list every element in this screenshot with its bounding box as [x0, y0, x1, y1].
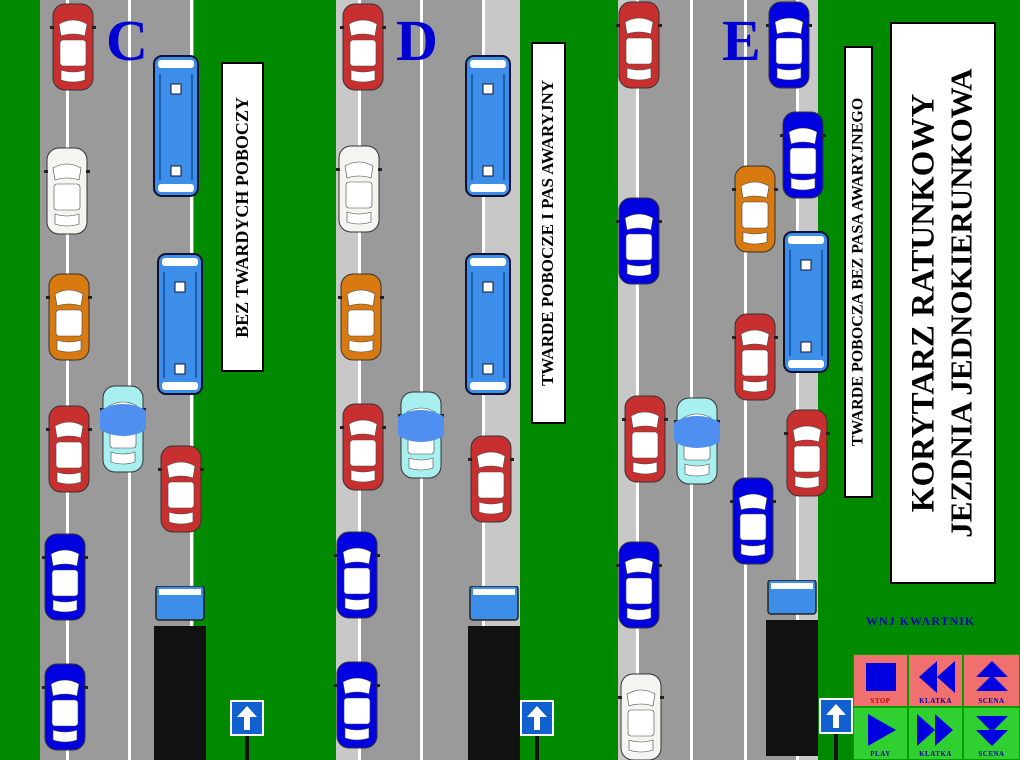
title-line-1: KORYTARZ RATUNKOWY [906, 93, 942, 513]
stop-button[interactable]: STOP [853, 654, 908, 707]
car-blue [42, 532, 88, 627]
direction-arrow-icon [819, 698, 853, 734]
scene-down-label: SCENA [978, 750, 1005, 758]
bus [782, 230, 830, 379]
car-red [46, 404, 92, 499]
car-red [732, 312, 778, 407]
section-label-c: BEZ TWARDYCH POBOCZY [221, 62, 264, 372]
truck [154, 585, 206, 760]
ambulance-cyan [95, 384, 151, 479]
section-label-d: TWARDE POBOCZE I PAS AWARYJNY [531, 42, 566, 424]
car-white [336, 144, 382, 239]
frame-back-button[interactable]: KLATKA [908, 654, 963, 707]
play-icon [868, 714, 896, 746]
car-red [340, 2, 386, 97]
car-blue [334, 530, 380, 625]
section-label-e: TWARDE POBOCZA BEZ PASA AWARYJNEGO [844, 46, 873, 498]
play-button[interactable]: PLAY [853, 707, 908, 760]
title-box: KORYTARZ RATUNKOWY JEZDNIA JEDNOKIERUNKO… [890, 22, 996, 584]
ambulance-cyan [669, 396, 725, 491]
scene-up-button[interactable]: SCENA [963, 654, 1020, 707]
car-blue [730, 476, 776, 571]
rewind-icon [919, 661, 955, 693]
sign-pole [245, 736, 249, 760]
car-red [340, 402, 386, 497]
author-credit: WNJ KWARTNIK [866, 614, 976, 628]
section-label-d-text: TWARDE POBOCZE I PAS AWARYJNY [538, 79, 558, 387]
scene-down-button[interactable]: SCENA [963, 707, 1020, 760]
frame-forward-label: KLATKA [919, 750, 952, 758]
lane-line [796, 0, 799, 760]
direction-arrow-icon [520, 700, 554, 736]
car-white [44, 146, 90, 241]
bus [464, 252, 512, 401]
section-label-c-text: BEZ TWARDYCH POBOCZY [232, 96, 252, 338]
bus [464, 54, 512, 203]
lane-line [128, 0, 131, 760]
car-red [622, 394, 668, 489]
sign-pole [535, 736, 539, 760]
section-letter-d: D [396, 8, 438, 73]
chevron-down-icon [976, 716, 1008, 746]
truck [766, 579, 818, 760]
car-blue [780, 110, 826, 205]
lane-line [690, 0, 693, 760]
section-letter-c: C [106, 8, 148, 73]
chevron-up-icon [976, 661, 1008, 691]
bus [152, 54, 200, 203]
lane-line [66, 0, 69, 760]
lane-line [420, 0, 423, 760]
lane-line [358, 0, 361, 760]
car-orange [338, 272, 384, 367]
fast-forward-icon [917, 714, 953, 746]
frame-forward-button[interactable]: KLATKA [908, 707, 963, 760]
section-label-e-text: TWARDE POBOCZA BEZ PASA AWARYJNEGO [849, 97, 867, 447]
frame-back-label: KLATKA [919, 697, 952, 705]
car-red [50, 2, 96, 97]
scene-up-label: SCENA [978, 697, 1005, 705]
car-red [158, 444, 204, 539]
title-line-2: JEZDNIA JEDNOKIERUNKOWA [944, 68, 979, 538]
bus [156, 252, 204, 401]
ambulance-cyan [393, 390, 449, 485]
car-blue [334, 660, 380, 755]
car-red [616, 0, 662, 95]
car-blue [42, 662, 88, 757]
lane-line [636, 0, 639, 760]
car-orange [46, 272, 92, 367]
stop-icon [866, 663, 896, 691]
car-blue [616, 540, 662, 635]
car-blue [766, 0, 812, 95]
direction-arrow-icon [230, 700, 264, 736]
car-red [784, 408, 830, 503]
stop-label: STOP [870, 697, 891, 705]
section-letter-e: E [722, 8, 761, 73]
car-white [618, 672, 664, 760]
car-orange [732, 164, 778, 259]
sign-pole [834, 734, 838, 760]
play-label: PLAY [870, 750, 891, 758]
truck [468, 585, 520, 760]
car-red [468, 434, 514, 529]
car-blue [616, 196, 662, 291]
